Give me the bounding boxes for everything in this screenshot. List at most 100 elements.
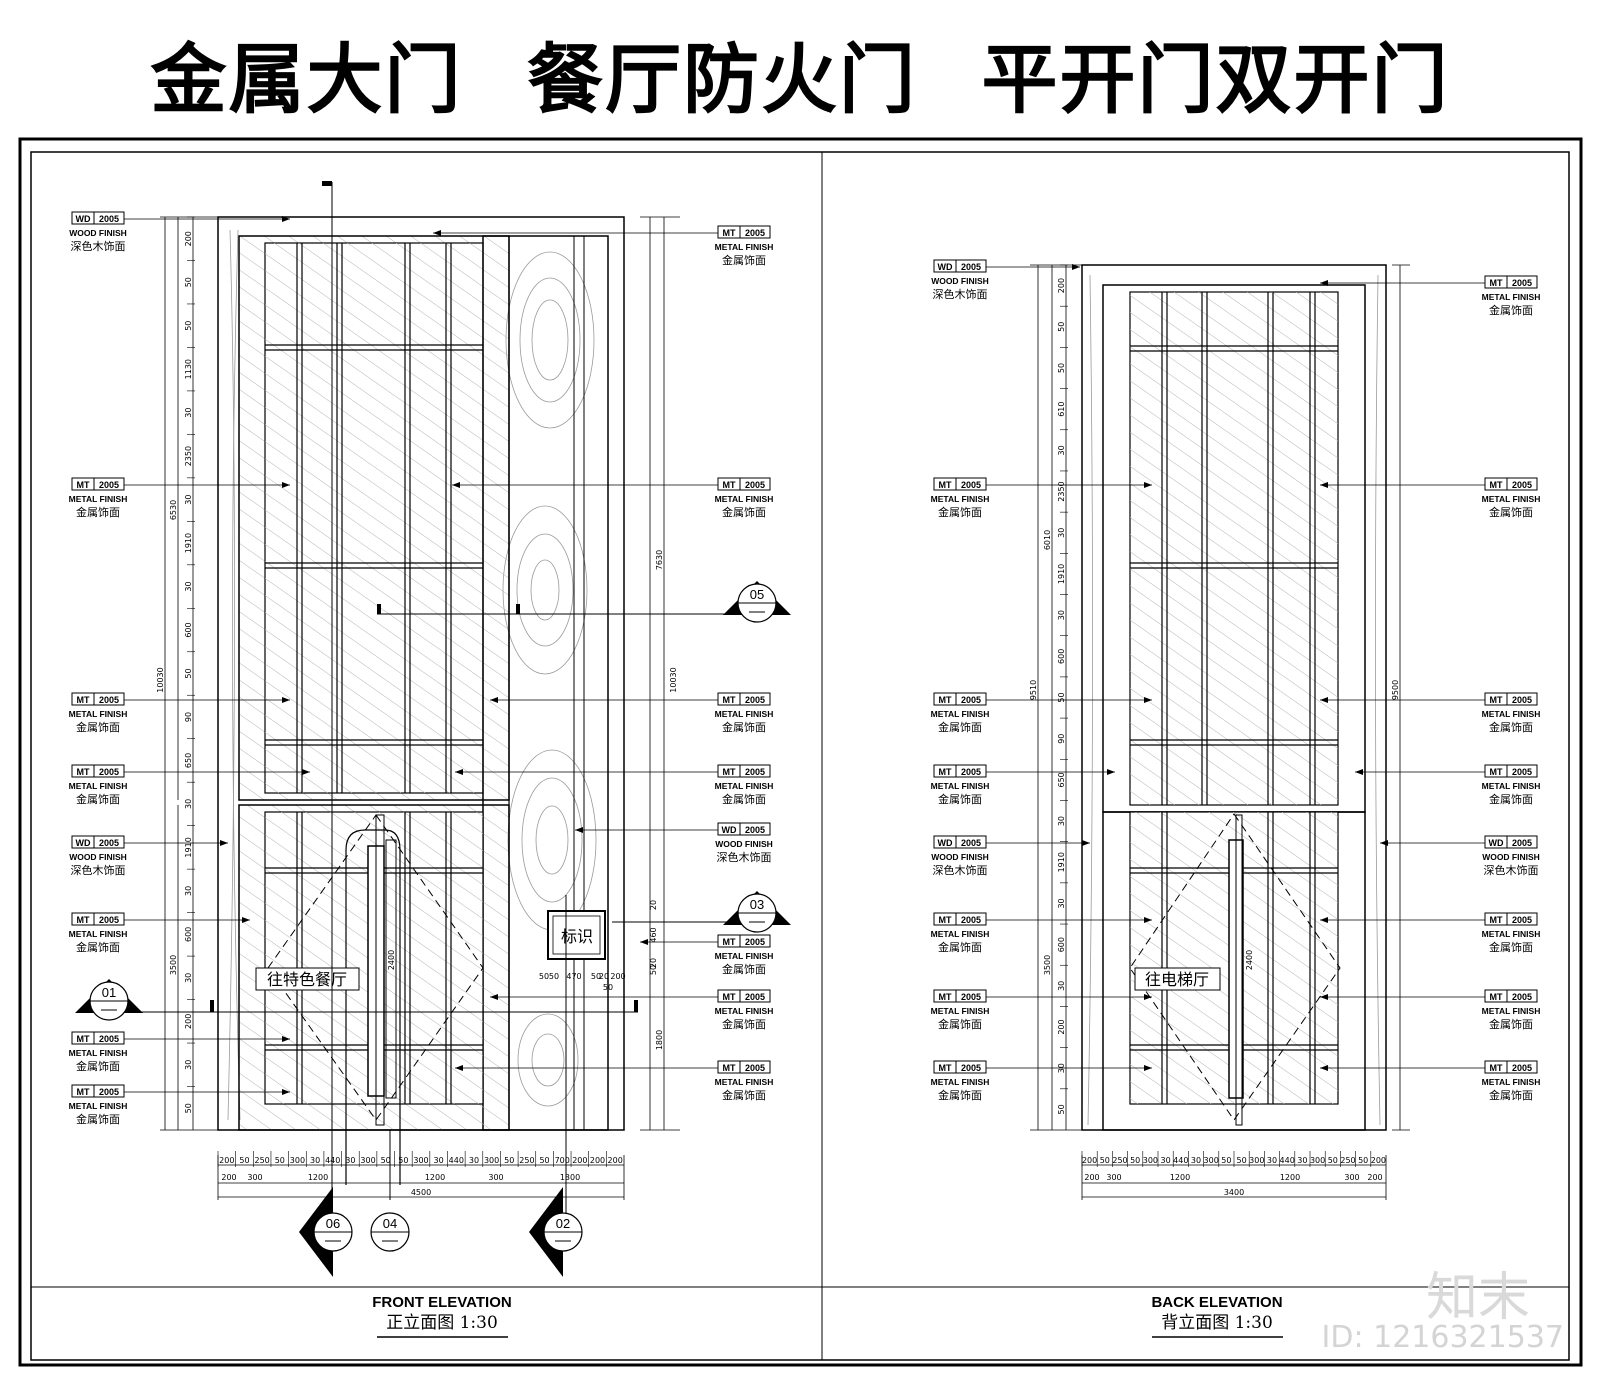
tag-eng: WOOD FINISH	[1482, 852, 1540, 862]
dim-value: 300	[1143, 1156, 1158, 1165]
callout-label: 02	[556, 1216, 570, 1231]
tag-arrow	[282, 216, 290, 222]
tag-arrow	[490, 994, 498, 1000]
svg-text:50: 50	[649, 965, 658, 975]
dim-value: 600	[1057, 649, 1066, 664]
tag-num-box	[739, 1060, 771, 1074]
dim-value: 200	[1057, 1019, 1066, 1034]
back-handle-dim: 2400	[1245, 950, 1254, 970]
tag-cn: 金属饰面	[76, 1112, 120, 1126]
tag-num: 2005	[99, 838, 119, 848]
dim-value: 650	[1057, 772, 1066, 787]
dim-value: 200	[1084, 1173, 1099, 1182]
tag-eng: METAL FINISH	[69, 781, 128, 791]
front-handle-dim: 2400	[387, 950, 396, 970]
dim-value: 50	[398, 1156, 408, 1165]
tag-eng: METAL FINISH	[931, 1077, 990, 1087]
tag-num-box	[93, 477, 125, 491]
front-lower-height: 3500	[169, 955, 178, 975]
dim-value: 50	[184, 1103, 193, 1113]
dim-value: 300	[1344, 1173, 1359, 1182]
tag-num-box	[1506, 692, 1538, 706]
tag-cn: 深色木饰面	[717, 850, 772, 864]
dim-value: 1910	[1057, 564, 1066, 584]
section-callout-03: 03	[723, 891, 791, 933]
tag-cn: 金属饰面	[722, 792, 766, 806]
dim-value: 30	[1267, 1156, 1277, 1165]
back-sign-text: 往电梯厅	[1145, 970, 1209, 989]
section-callout-02: 02	[529, 1187, 583, 1277]
dim-value: 30	[1057, 981, 1066, 991]
tag-eng: METAL FINISH	[69, 1101, 128, 1111]
dim-value: 200	[572, 1156, 587, 1165]
tag-eng: METAL FINISH	[1482, 929, 1541, 939]
tag-num-box	[955, 912, 987, 926]
dim-value: 1130	[184, 359, 193, 379]
tag-arrow	[1320, 482, 1328, 488]
tag-arrow	[302, 769, 310, 775]
svg-text:50: 50	[549, 972, 559, 981]
tag-cn: 金属饰面	[76, 720, 120, 734]
drawing-id: ID: 1216321537	[1321, 1320, 1564, 1355]
tag-num: 2005	[1512, 767, 1532, 777]
tag-num: 2005	[745, 480, 765, 490]
tag-cn: 金属饰面	[1489, 1088, 1533, 1102]
tag-num-box	[955, 989, 987, 1003]
callout-label: 01	[102, 985, 116, 1000]
tag-arrow	[282, 482, 290, 488]
tag-cn: 金属饰面	[722, 1017, 766, 1031]
front-title-cn: 正立面图 1:30	[386, 1313, 498, 1333]
tag-num-box	[1506, 835, 1538, 849]
tag-num-box	[739, 764, 771, 778]
dim-value: 300	[484, 1156, 499, 1165]
dim-value: 1910	[184, 533, 193, 553]
svg-text:50: 50	[603, 983, 613, 992]
dim-value: 200	[1057, 278, 1066, 293]
tag-cn: 金属饰面	[76, 505, 120, 519]
tag-num: 2005	[99, 480, 119, 490]
tag-code: MT	[1490, 480, 1503, 490]
tag-num: 2005	[1512, 992, 1532, 1002]
tag-cn: 金属饰面	[1489, 1017, 1533, 1031]
dim-value: 30	[1297, 1156, 1307, 1165]
dim-value: 300	[1204, 1156, 1219, 1165]
tag-cn: 深色木饰面	[1484, 863, 1539, 877]
back-title-en: BACK ELEVATION	[1151, 1294, 1282, 1311]
tag-code: WD	[722, 825, 737, 835]
tag-code: MT	[939, 915, 952, 925]
front-right-height: 7630	[655, 550, 664, 570]
tag-num-box	[739, 989, 771, 1003]
tag-num-box	[1506, 477, 1538, 491]
dim-value: 50	[1057, 363, 1066, 373]
dim-value: 30	[184, 581, 193, 591]
svg-text:50: 50	[591, 972, 601, 981]
tag-eng: METAL FINISH	[69, 709, 128, 719]
tag-code: MT	[723, 767, 736, 777]
dim-value: 650	[184, 753, 193, 768]
watermark-logo: 知末	[1425, 1268, 1530, 1328]
front-right-lower: 1800	[655, 1030, 664, 1050]
tag-cn: 金属饰面	[938, 505, 982, 519]
tag-num: 2005	[1512, 278, 1532, 288]
tag-num: 2005	[99, 695, 119, 705]
tag-arrow	[433, 230, 441, 236]
tag-cn: 金属饰面	[938, 1017, 982, 1031]
dim-value: 30	[184, 799, 193, 809]
tag-cn: 金属饰面	[1489, 792, 1533, 806]
tag-num: 2005	[745, 767, 765, 777]
tag-cn: 金属饰面	[722, 962, 766, 976]
dim-value: 50	[184, 321, 193, 331]
tag-code: MT	[723, 992, 736, 1002]
tag-cn: 金属饰面	[722, 505, 766, 519]
tag-code: WD	[938, 262, 953, 272]
tag-cn: 金属饰面	[722, 720, 766, 734]
